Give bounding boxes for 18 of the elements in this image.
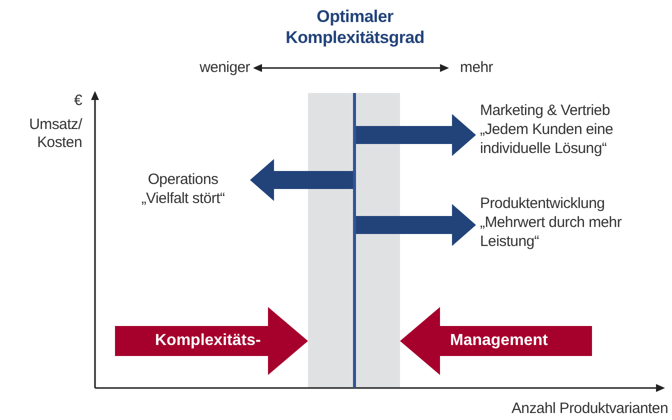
arrow-label: Komplexitäts- (155, 331, 261, 351)
node-heading: Operations (146, 170, 220, 189)
axis-label: weniger (198, 59, 250, 77)
arrow (356, 114, 476, 156)
center-line (353, 93, 356, 388)
title: Optimaler Komplexitätsgrad (284, 6, 426, 48)
arrow-label: Management (450, 331, 548, 351)
axis-title: Umsatz/ Kosten (28, 116, 82, 152)
quote-text: „Vielfalt stört“ (140, 189, 226, 208)
arrow (250, 159, 353, 201)
node-heading: Produktentwicklung (480, 194, 606, 213)
quote-text: „Mehrwert durch mehr Leistung“ (480, 213, 623, 251)
unit-label: € (72, 92, 82, 110)
quote-text: „Jedem Kunden eine individuelle Lösung“ (480, 120, 614, 158)
axis-label: mehr (460, 59, 494, 77)
axis-title: Anzahl Produktvarianten (510, 400, 668, 418)
node-heading: Marketing & Vertrieb (480, 101, 611, 120)
arrow (356, 204, 476, 246)
